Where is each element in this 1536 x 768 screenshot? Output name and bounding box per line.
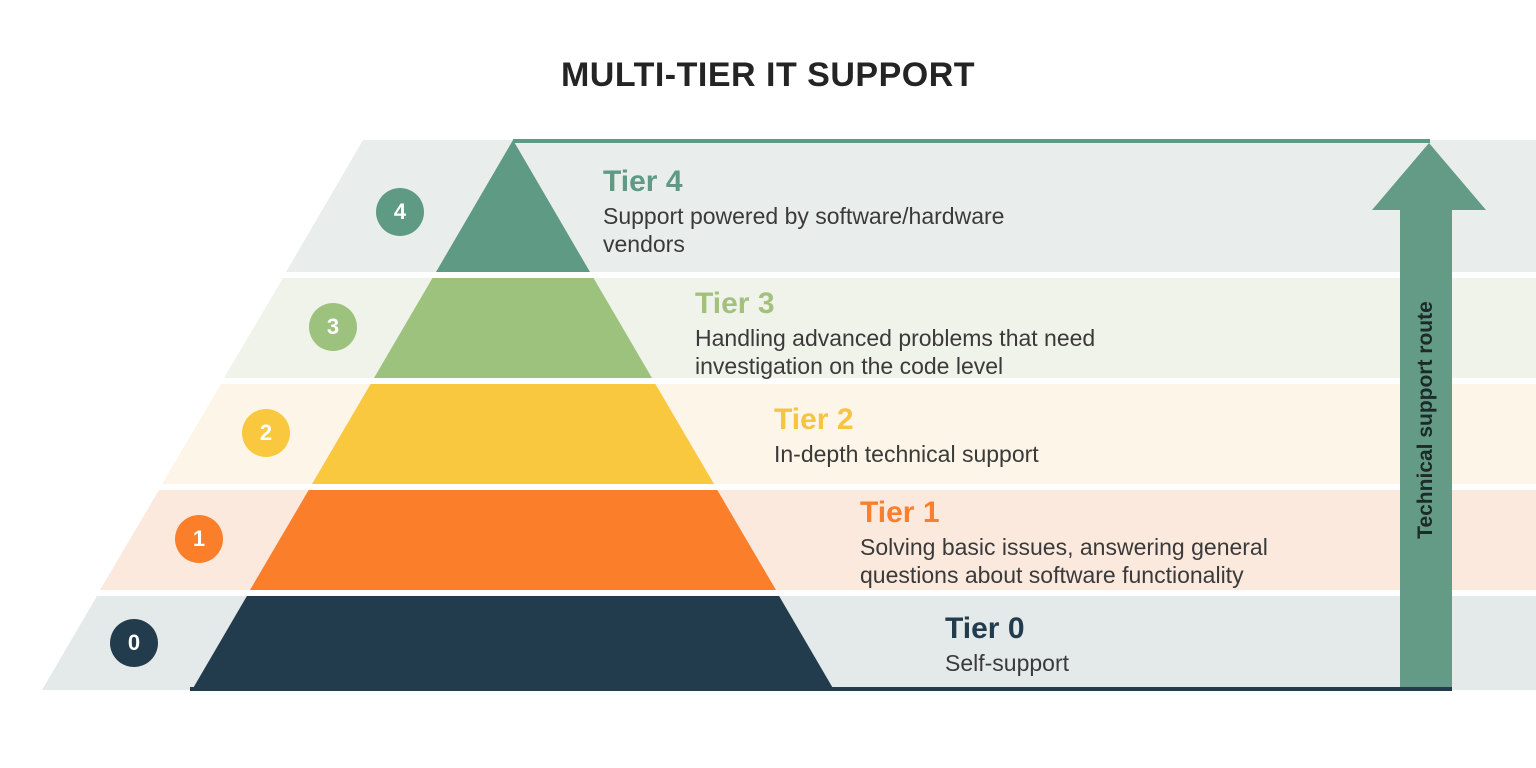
tier2-band bbox=[162, 384, 1536, 484]
tier4-description: Support powered by software/hardware ven… bbox=[603, 203, 1005, 257]
tier4-text-block: Tier 4 Support powered by software/hardw… bbox=[603, 164, 1083, 258]
tier3-number-badge: 3 bbox=[309, 303, 357, 351]
tier1-label: Tier 1 bbox=[860, 496, 940, 529]
tier0-label: Tier 0 bbox=[945, 612, 1025, 645]
tier2-pyramid-segment bbox=[312, 384, 714, 484]
tier2-description: In-depth technical support bbox=[774, 441, 1039, 467]
tier1-description: Solving basic issues, answering general … bbox=[860, 534, 1268, 588]
tier0-text-block: Tier 0 Self-support bbox=[945, 611, 1345, 677]
tier3-text-block: Tier 3 Handling advanced problems that n… bbox=[695, 286, 1155, 380]
tier1-pyramid-segment bbox=[250, 490, 776, 590]
tier1-text-block: Tier 1 Solving basic issues, answering g… bbox=[860, 495, 1330, 589]
tier3-label: Tier 3 bbox=[695, 287, 775, 320]
page-title: MULTI-TIER IT SUPPORT bbox=[560, 56, 976, 94]
tier0-description: Self-support bbox=[945, 650, 1070, 676]
tier2-label: Tier 2 bbox=[774, 403, 854, 436]
tier3-description: Handling advanced problems that need inv… bbox=[695, 325, 1096, 379]
tier2-text-block: Tier 2 In-depth technical support bbox=[774, 402, 1254, 468]
tier4-label: Tier 4 bbox=[603, 165, 683, 198]
tier1-number-badge: 1 bbox=[175, 515, 223, 563]
route-connector-line bbox=[513, 139, 1430, 143]
pyramid-base-line bbox=[190, 687, 1452, 691]
tier4-number-badge: 4 bbox=[376, 188, 424, 236]
tier0-pyramid-segment bbox=[192, 596, 834, 690]
tier0-number-badge: 0 bbox=[110, 619, 158, 667]
tier2-number-badge: 2 bbox=[242, 409, 290, 457]
route-arrow-shaft bbox=[1400, 208, 1452, 690]
route-arrow-label: Technical support route bbox=[1414, 301, 1437, 539]
